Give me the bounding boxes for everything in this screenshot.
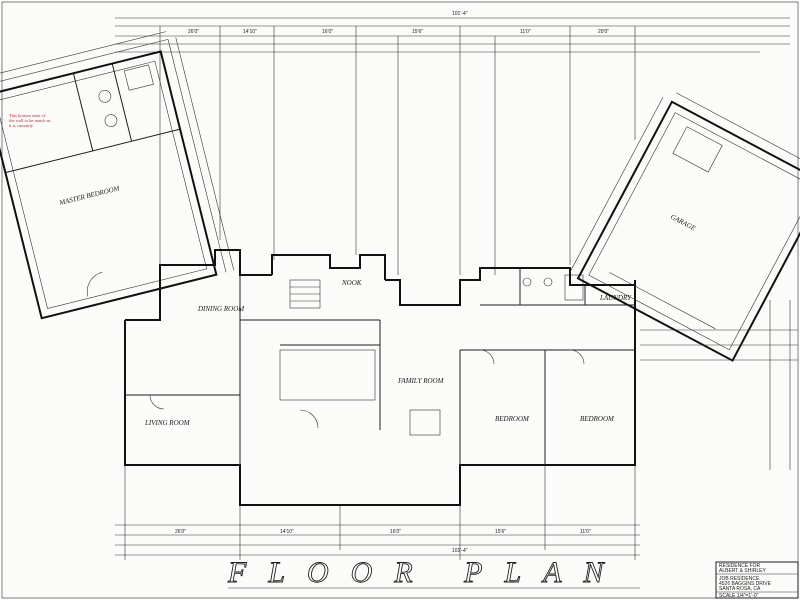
title-block-line1: RESIDENCE FOR xyxy=(719,563,761,569)
side-note: This bottom ends of the wall to be match… xyxy=(9,113,51,128)
title-block-line3: JOB RESIDENCE xyxy=(719,576,760,582)
top-dim-1: 26'0" xyxy=(188,29,199,35)
master-bedroom-wing xyxy=(0,31,235,320)
title-block-line5: SANTA ROSA, CA xyxy=(719,586,761,592)
top-dim-3: 16'0" xyxy=(322,29,333,35)
bottom-dim-3: 16'0" xyxy=(390,529,401,535)
living-room-label: LIVING ROOM xyxy=(144,419,191,427)
bottom-dim-2: 14'10" xyxy=(280,529,294,535)
title-block xyxy=(715,561,799,599)
dining-room-label: DINING ROOM xyxy=(197,305,245,313)
bedroom-2-label: BEDROOM xyxy=(580,415,615,423)
family-room-label: FAMILY ROOM xyxy=(397,377,445,385)
garage-label: GARAGE xyxy=(669,213,697,233)
top-dimension-lines xyxy=(115,17,790,275)
main-house-walls xyxy=(124,249,636,506)
bedroom-1-label: BEDROOM xyxy=(495,415,530,423)
top-dim-4: 15'6" xyxy=(412,29,423,35)
title-block-scale: SCALE 1/4"=1'-0" xyxy=(719,593,759,599)
overall-dimension-bottom: 101'-4" xyxy=(452,548,468,554)
bottom-dim-1: 26'0" xyxy=(175,529,186,535)
top-dim-6: 20'0" xyxy=(598,29,609,35)
title-block-line4: 4526 BAGGINS DRIVE xyxy=(719,581,772,587)
bottom-dim-4: 15'6" xyxy=(495,529,506,535)
bottom-dimension-lines xyxy=(115,465,640,560)
top-dim-5: 11'0" xyxy=(520,29,531,35)
nook-label: NOOK xyxy=(341,279,362,287)
drawing-title: FLOOR PLAN xyxy=(227,556,626,589)
bottom-dim-5: 11'0" xyxy=(580,529,591,535)
top-dim-2: 14'10" xyxy=(243,29,257,35)
garage-wing xyxy=(568,92,800,362)
right-reference-lines xyxy=(640,300,798,470)
title-block-line2: ALBERT & SHIRLEY xyxy=(719,568,766,574)
master-bedroom-label: MASTER BEDROOM xyxy=(58,184,122,207)
overall-dimension-top: 101'-4" xyxy=(452,11,468,17)
